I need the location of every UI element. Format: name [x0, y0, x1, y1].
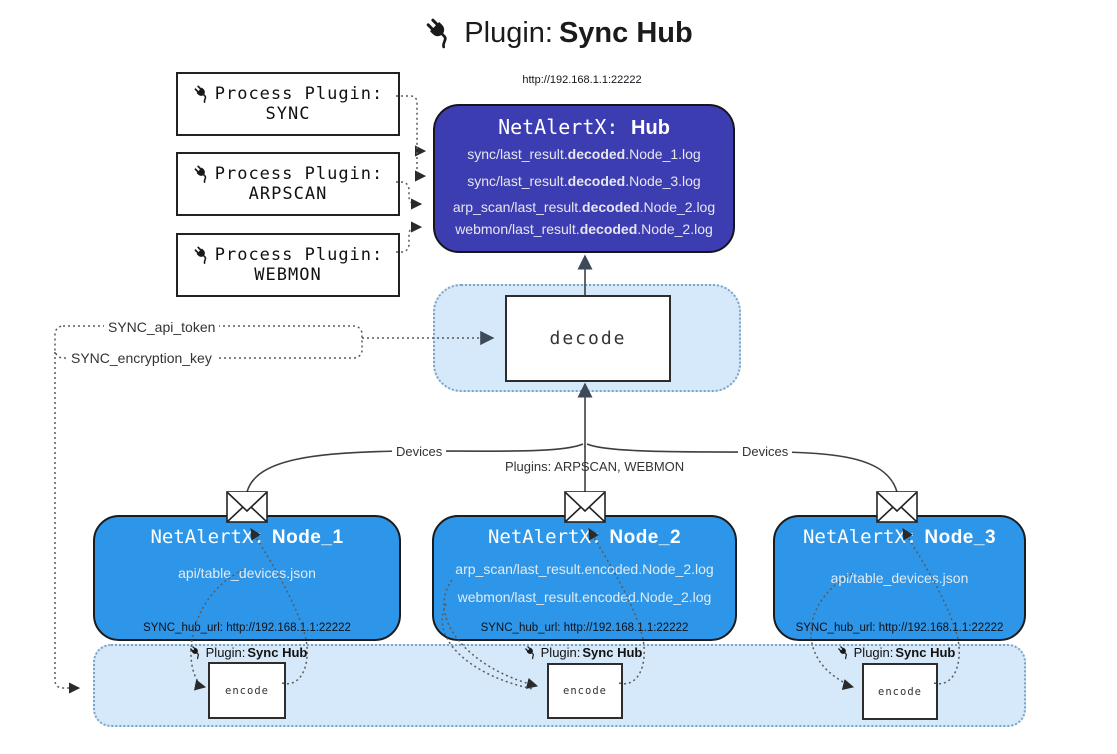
hub-title-name: Hub [631, 117, 670, 139]
page-title-name: Sync Hub [558, 16, 693, 49]
hub-log-file: sync/last_result.decoded.Node_3.log [467, 173, 701, 189]
process-plugin-name: WEBMON [254, 265, 322, 285]
edge-label-plugins: Plugins: ARPSCAN, WEBMON [505, 459, 685, 474]
encode-box: encode [862, 663, 938, 720]
plug-icon [836, 645, 851, 660]
edge-label-devices-left: Devices [392, 444, 447, 459]
hub-title-prefix: NetAlertX: [498, 115, 619, 139]
process-plugin-name: ARPSCAN [248, 184, 328, 204]
node-file: api/table_devices.json [830, 570, 969, 586]
sync-encryption-key-label: SYNC_encryption_key [67, 350, 216, 366]
node-box-node3: NetAlertX:Node_3 api/table_devices.json … [773, 515, 1026, 641]
edge-sync-to-hub-2 [414, 147, 427, 182]
node-hub-url: SYNC_hub_url: http://192.168.1.1:22222 [480, 622, 689, 634]
node-file: arp_scan/last_result.encoded.Node_2.log [455, 561, 714, 577]
encode-box: encode [547, 663, 623, 719]
process-plugin-box-sync: Process Plugin: SYNC [176, 72, 400, 136]
hub-log-file: arp_scan/last_result.decoded.Node_2.log [452, 199, 716, 215]
hub-title: NetAlertX: Hub [435, 115, 733, 140]
edge-config-to-encoders [54, 352, 81, 694]
sync-api-token-label: SYNC_api_token [104, 319, 220, 335]
encoder-label: Plugin:Sync Hub [826, 645, 966, 660]
decode-box: decode [505, 295, 671, 382]
node-hub-url: SYNC_hub_url: http://192.168.1.1:22222 [143, 622, 351, 634]
process-plugin-label: Process Plugin: [214, 245, 384, 265]
plug-icon [192, 164, 212, 183]
page-title: Plugin: Sync Hub [0, 16, 1117, 50]
hub-log-file: sync/last_result.decoded.Node_1.log [467, 146, 701, 162]
node-title: NetAlertX:Node_2 [487, 526, 682, 548]
plug-icon [192, 245, 212, 264]
process-plugin-name: SYNC [265, 104, 311, 124]
process-plugin-label: Process Plugin: [214, 164, 384, 184]
process-plugin-label: Process Plugin: [214, 84, 384, 104]
encode-box: encode [208, 662, 286, 719]
node-file: api/table_devices.json [178, 565, 316, 581]
page-title-prefix: Plugin: [464, 16, 553, 49]
node-box-node1: NetAlertX:Node_1 api/table_devices.json … [93, 515, 401, 641]
plug-icon [188, 645, 203, 660]
process-plugin-box-arpscan: Process Plugin: ARPSCAN [176, 152, 400, 216]
plug-icon [424, 16, 456, 49]
encoder-label: Plugin:Sync Hub [513, 645, 653, 660]
plug-icon [192, 84, 212, 103]
edge-label-devices-right: Devices [738, 444, 793, 459]
node-title: NetAlertX:Node_3 [802, 526, 997, 548]
hub-box: NetAlertX: Hub sync/last_result.decoded.… [433, 104, 735, 253]
hub-url-label: http://192.168.1.1:22222 [522, 74, 642, 86]
node-hub-url: SYNC_hub_url: http://192.168.1.1:22222 [795, 622, 1004, 634]
node-box-node2: NetAlertX:Node_2 arp_scan/last_result.en… [432, 515, 737, 641]
encoder-label: Plugin:Sync Hub [178, 645, 318, 660]
edge-sync-to-hub-1 [396, 95, 427, 157]
process-plugin-box-webmon: Process Plugin: WEBMON [176, 233, 400, 297]
hub-log-file: webmon/last_result.decoded.Node_2.log [455, 221, 713, 237]
plug-icon [523, 645, 538, 660]
node-file: webmon/last_result.encoded.Node_2.log [457, 589, 712, 605]
node-title: NetAlertX:Node_1 [150, 526, 344, 548]
